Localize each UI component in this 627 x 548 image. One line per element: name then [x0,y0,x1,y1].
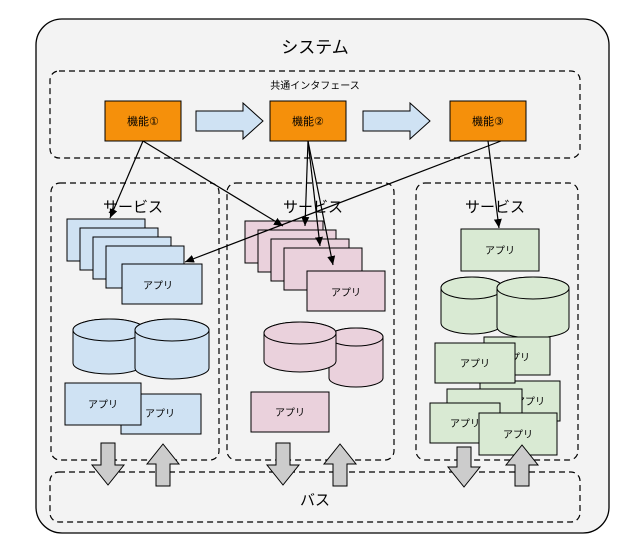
connector-arrow [109,140,144,219]
service-1-contents: アプリ アプリ アプリ [64,218,210,435]
interface-label: 共通インタフェース [270,80,360,92]
service-label-2: サービス [283,198,343,216]
service-label-3: サービス [465,198,525,216]
bus-box [49,471,581,523]
app-label: アプリ [503,429,533,441]
connector-arrow [307,140,336,266]
service-box-2 [226,182,395,461]
app-card [460,228,540,272]
app-card [250,391,330,433]
function-box-3 [449,100,527,142]
common-interface-box [49,70,581,159]
flow-arrow-2-to-3 [362,101,431,141]
app-card [306,270,386,312]
up-arrow-icon [504,444,540,487]
connector-arrow [184,140,502,263]
down-arrow-icon [265,442,301,486]
app-label: アプリ [450,418,480,430]
app-label: アプリ [331,287,361,299]
function-label-1: 機能① [127,114,159,128]
database-icon-top [134,318,210,342]
flow-arrow-1-to-2 [195,101,264,141]
app-label: アプリ [275,407,305,419]
function-label-3: 機能③ [472,114,504,128]
app-label: アプリ [143,280,173,292]
service-box-3 [415,182,579,461]
service-box-1 [50,182,220,461]
app-label: アプリ [88,399,118,411]
app-label: アプリ [145,408,175,420]
service-2-contents: アプリ アプリ [244,220,386,433]
down-arrow-icon [90,442,126,486]
app-card [121,263,203,305]
connector-arrow [142,140,284,227]
connector-arrows [109,140,502,266]
database-icon-top [328,327,384,347]
down-arrow-icon [446,446,482,488]
system-label: システム [281,38,349,58]
connector-arrow [301,140,310,227]
app-label: アプリ [460,358,490,370]
app-label: アプリ [485,245,515,257]
connector-arrow [487,140,502,229]
up-arrow-icon [145,443,181,487]
database-icon-top [263,321,337,345]
database-icon-top [496,276,570,300]
function-label-2: 機能② [292,114,324,128]
bus-label: バス [300,491,330,509]
up-arrow-icon [322,443,358,487]
bus-arrows [90,442,540,488]
app-card [64,382,142,426]
database-icon-top [72,318,146,342]
function-box-2 [269,100,347,142]
connector-arrow [307,140,323,247]
function-box-1 [104,100,182,142]
app-card [434,342,516,384]
service-3-contents: アプリ アプリ アプリ アプリ アプリ アプリ [429,228,570,456]
service-label-1: サービス [103,198,163,216]
database-icon-top [440,276,504,300]
